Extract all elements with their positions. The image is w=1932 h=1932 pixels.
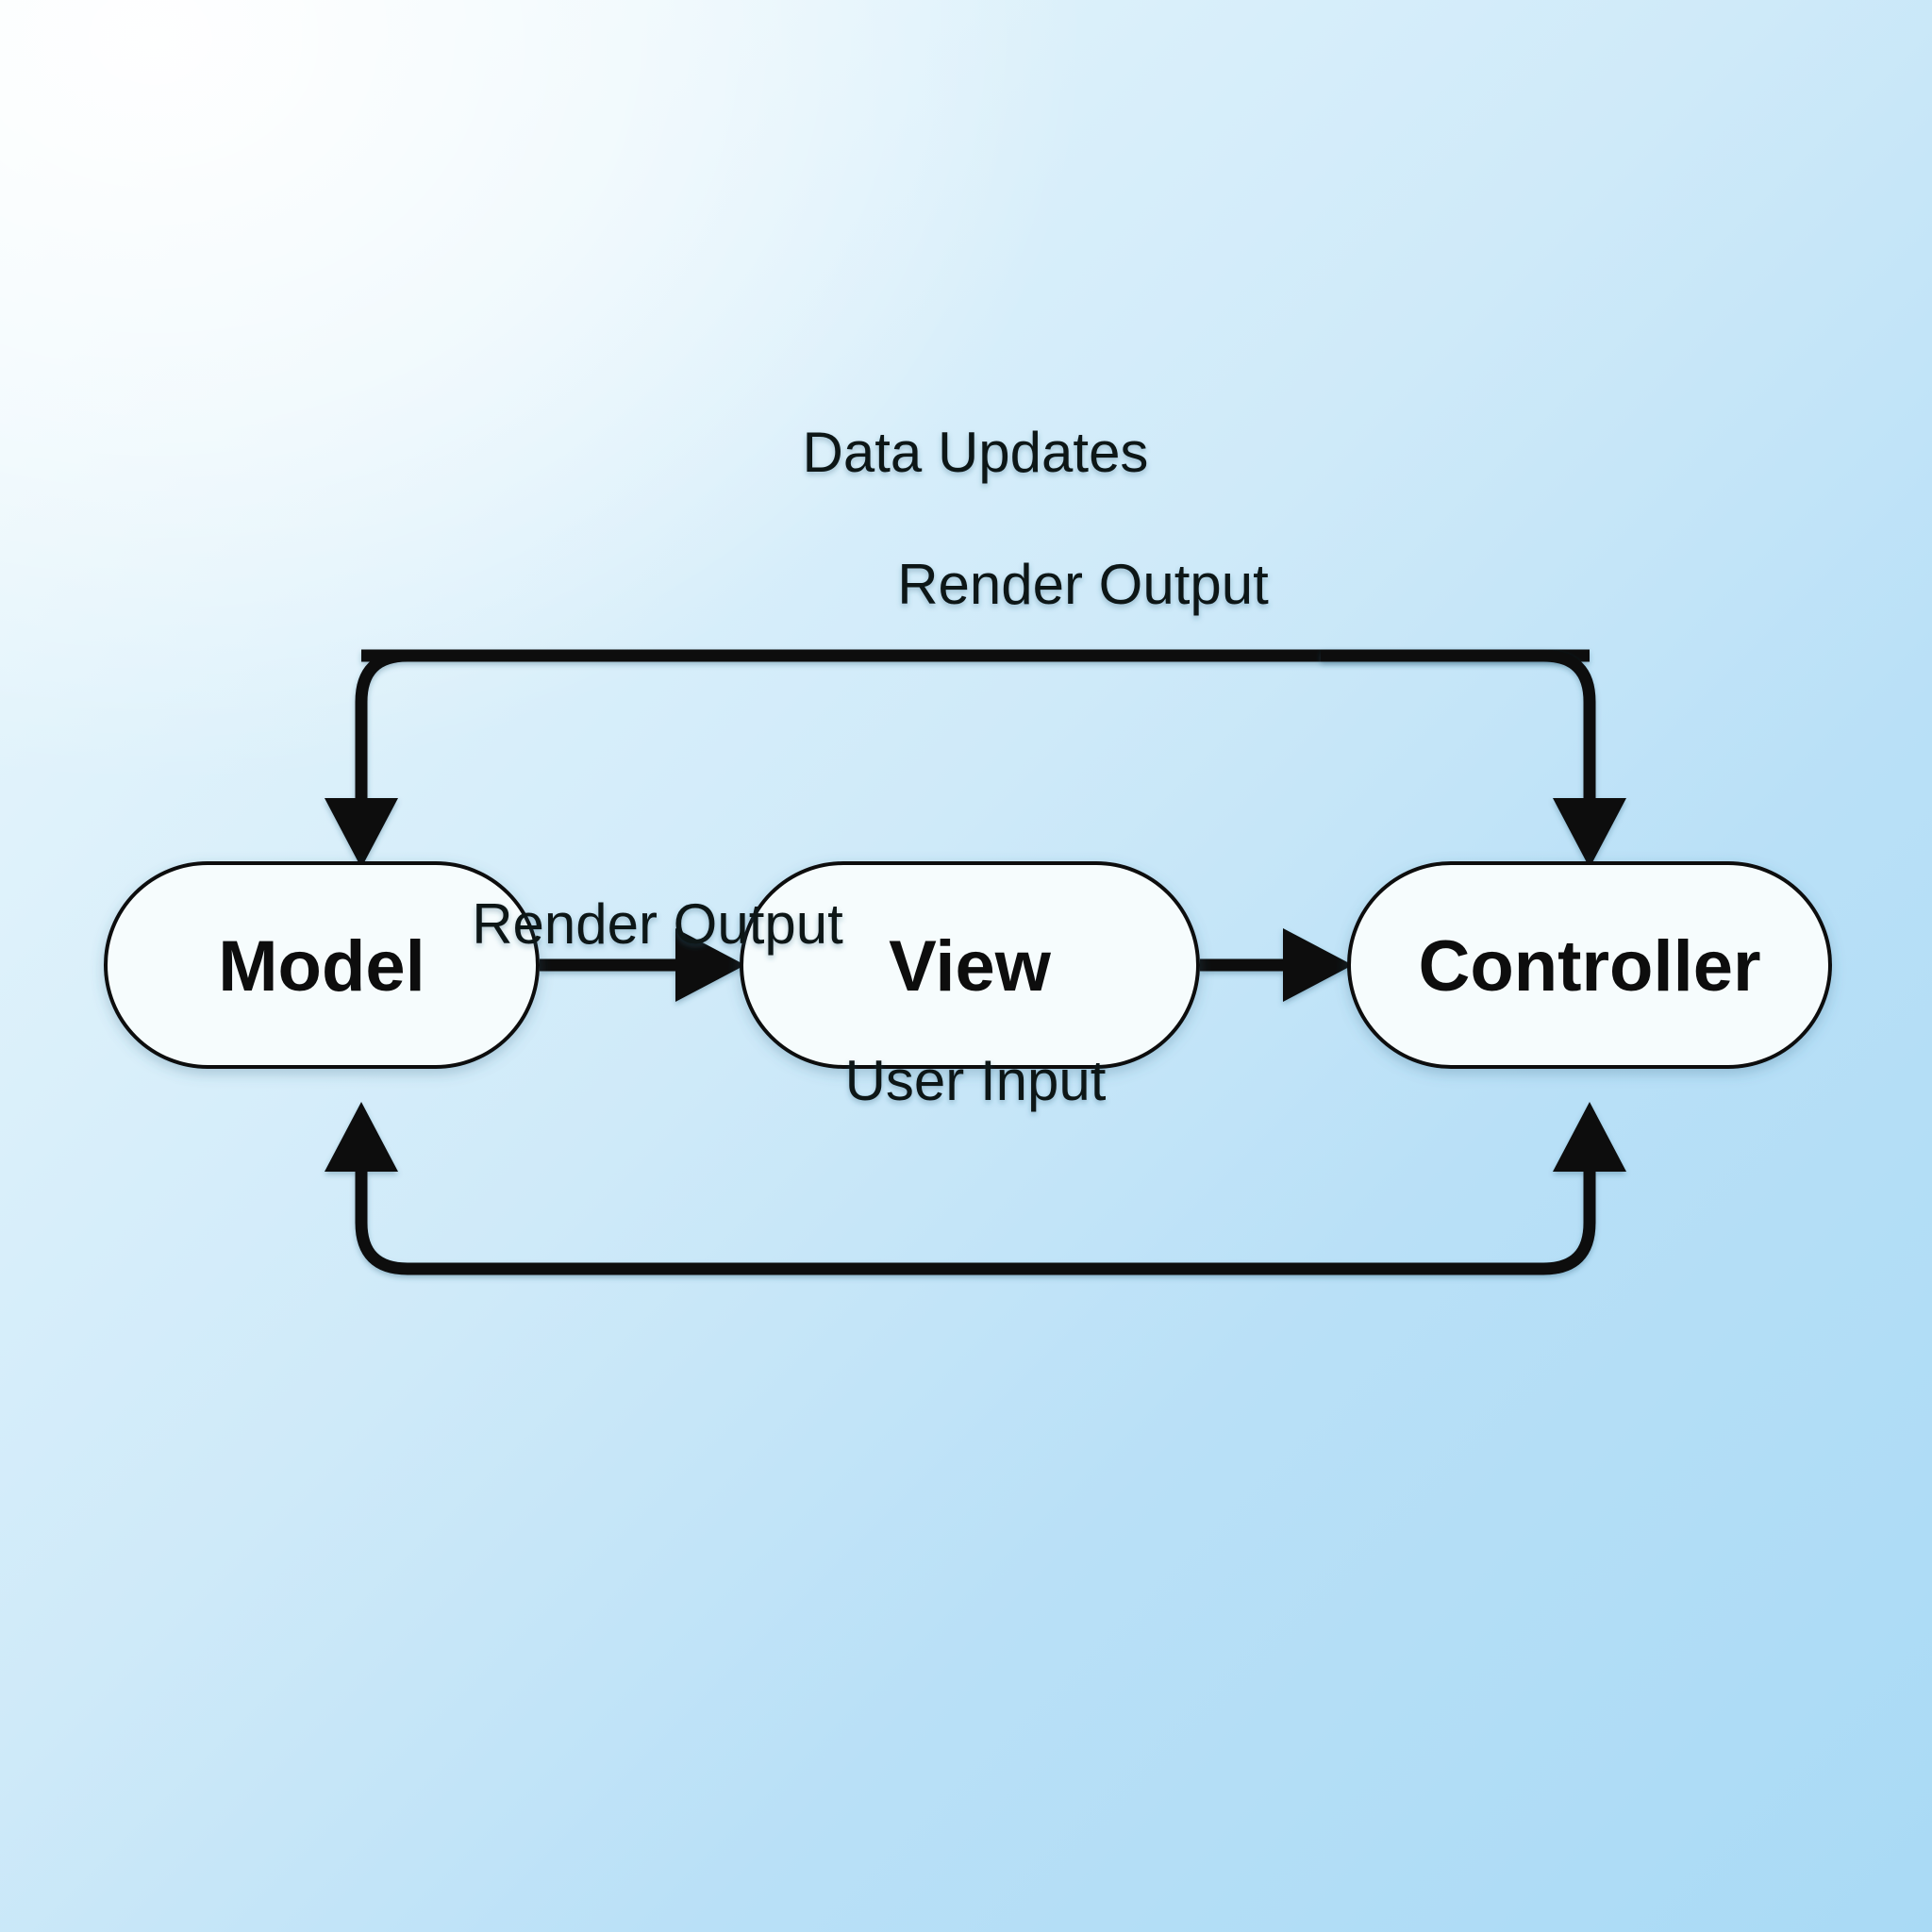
edge-model-to-view [540, 928, 745, 1002]
node-model-shape[interactable] [104, 861, 540, 1069]
edge-bottom-loop [325, 1102, 1626, 1275]
edge-view-to-controller [1200, 928, 1353, 1002]
model-to-view-arrowhead [675, 928, 745, 1002]
node-view[interactable]: View [740, 861, 1200, 1069]
render-output-top-path [1321, 649, 1596, 823]
node-controller-shape[interactable] [1347, 861, 1832, 1069]
edge-label-render-output-bottom: Render Output [472, 892, 843, 956]
view-to-controller-arrowhead [1283, 928, 1353, 1002]
bottom-loop-arrowhead-model [325, 1102, 398, 1172]
node-view-shape[interactable] [740, 861, 1200, 1069]
data-updates-path-left [355, 649, 1590, 823]
node-view-label: View [889, 926, 1052, 1007]
node-model[interactable]: Model [104, 861, 540, 1069]
render-output-top-arrowhead [1553, 798, 1626, 868]
edge-data-updates [325, 649, 1590, 868]
node-controller[interactable]: Controller [1347, 861, 1832, 1069]
data-updates-arrowhead [325, 798, 398, 868]
edge-label-render-output-top: Render Output [897, 553, 1269, 616]
node-controller-label: Controller [1418, 926, 1760, 1007]
edge-label-user-input: User Input [845, 1049, 1107, 1112]
bottom-loop-arrowhead-controller [1553, 1102, 1626, 1172]
bottom-loop-path [355, 1147, 1596, 1275]
edge-label-data-updates: Data Updates [803, 421, 1149, 484]
edge-render-output-top [1321, 649, 1626, 868]
node-model-label: Model [218, 926, 425, 1007]
